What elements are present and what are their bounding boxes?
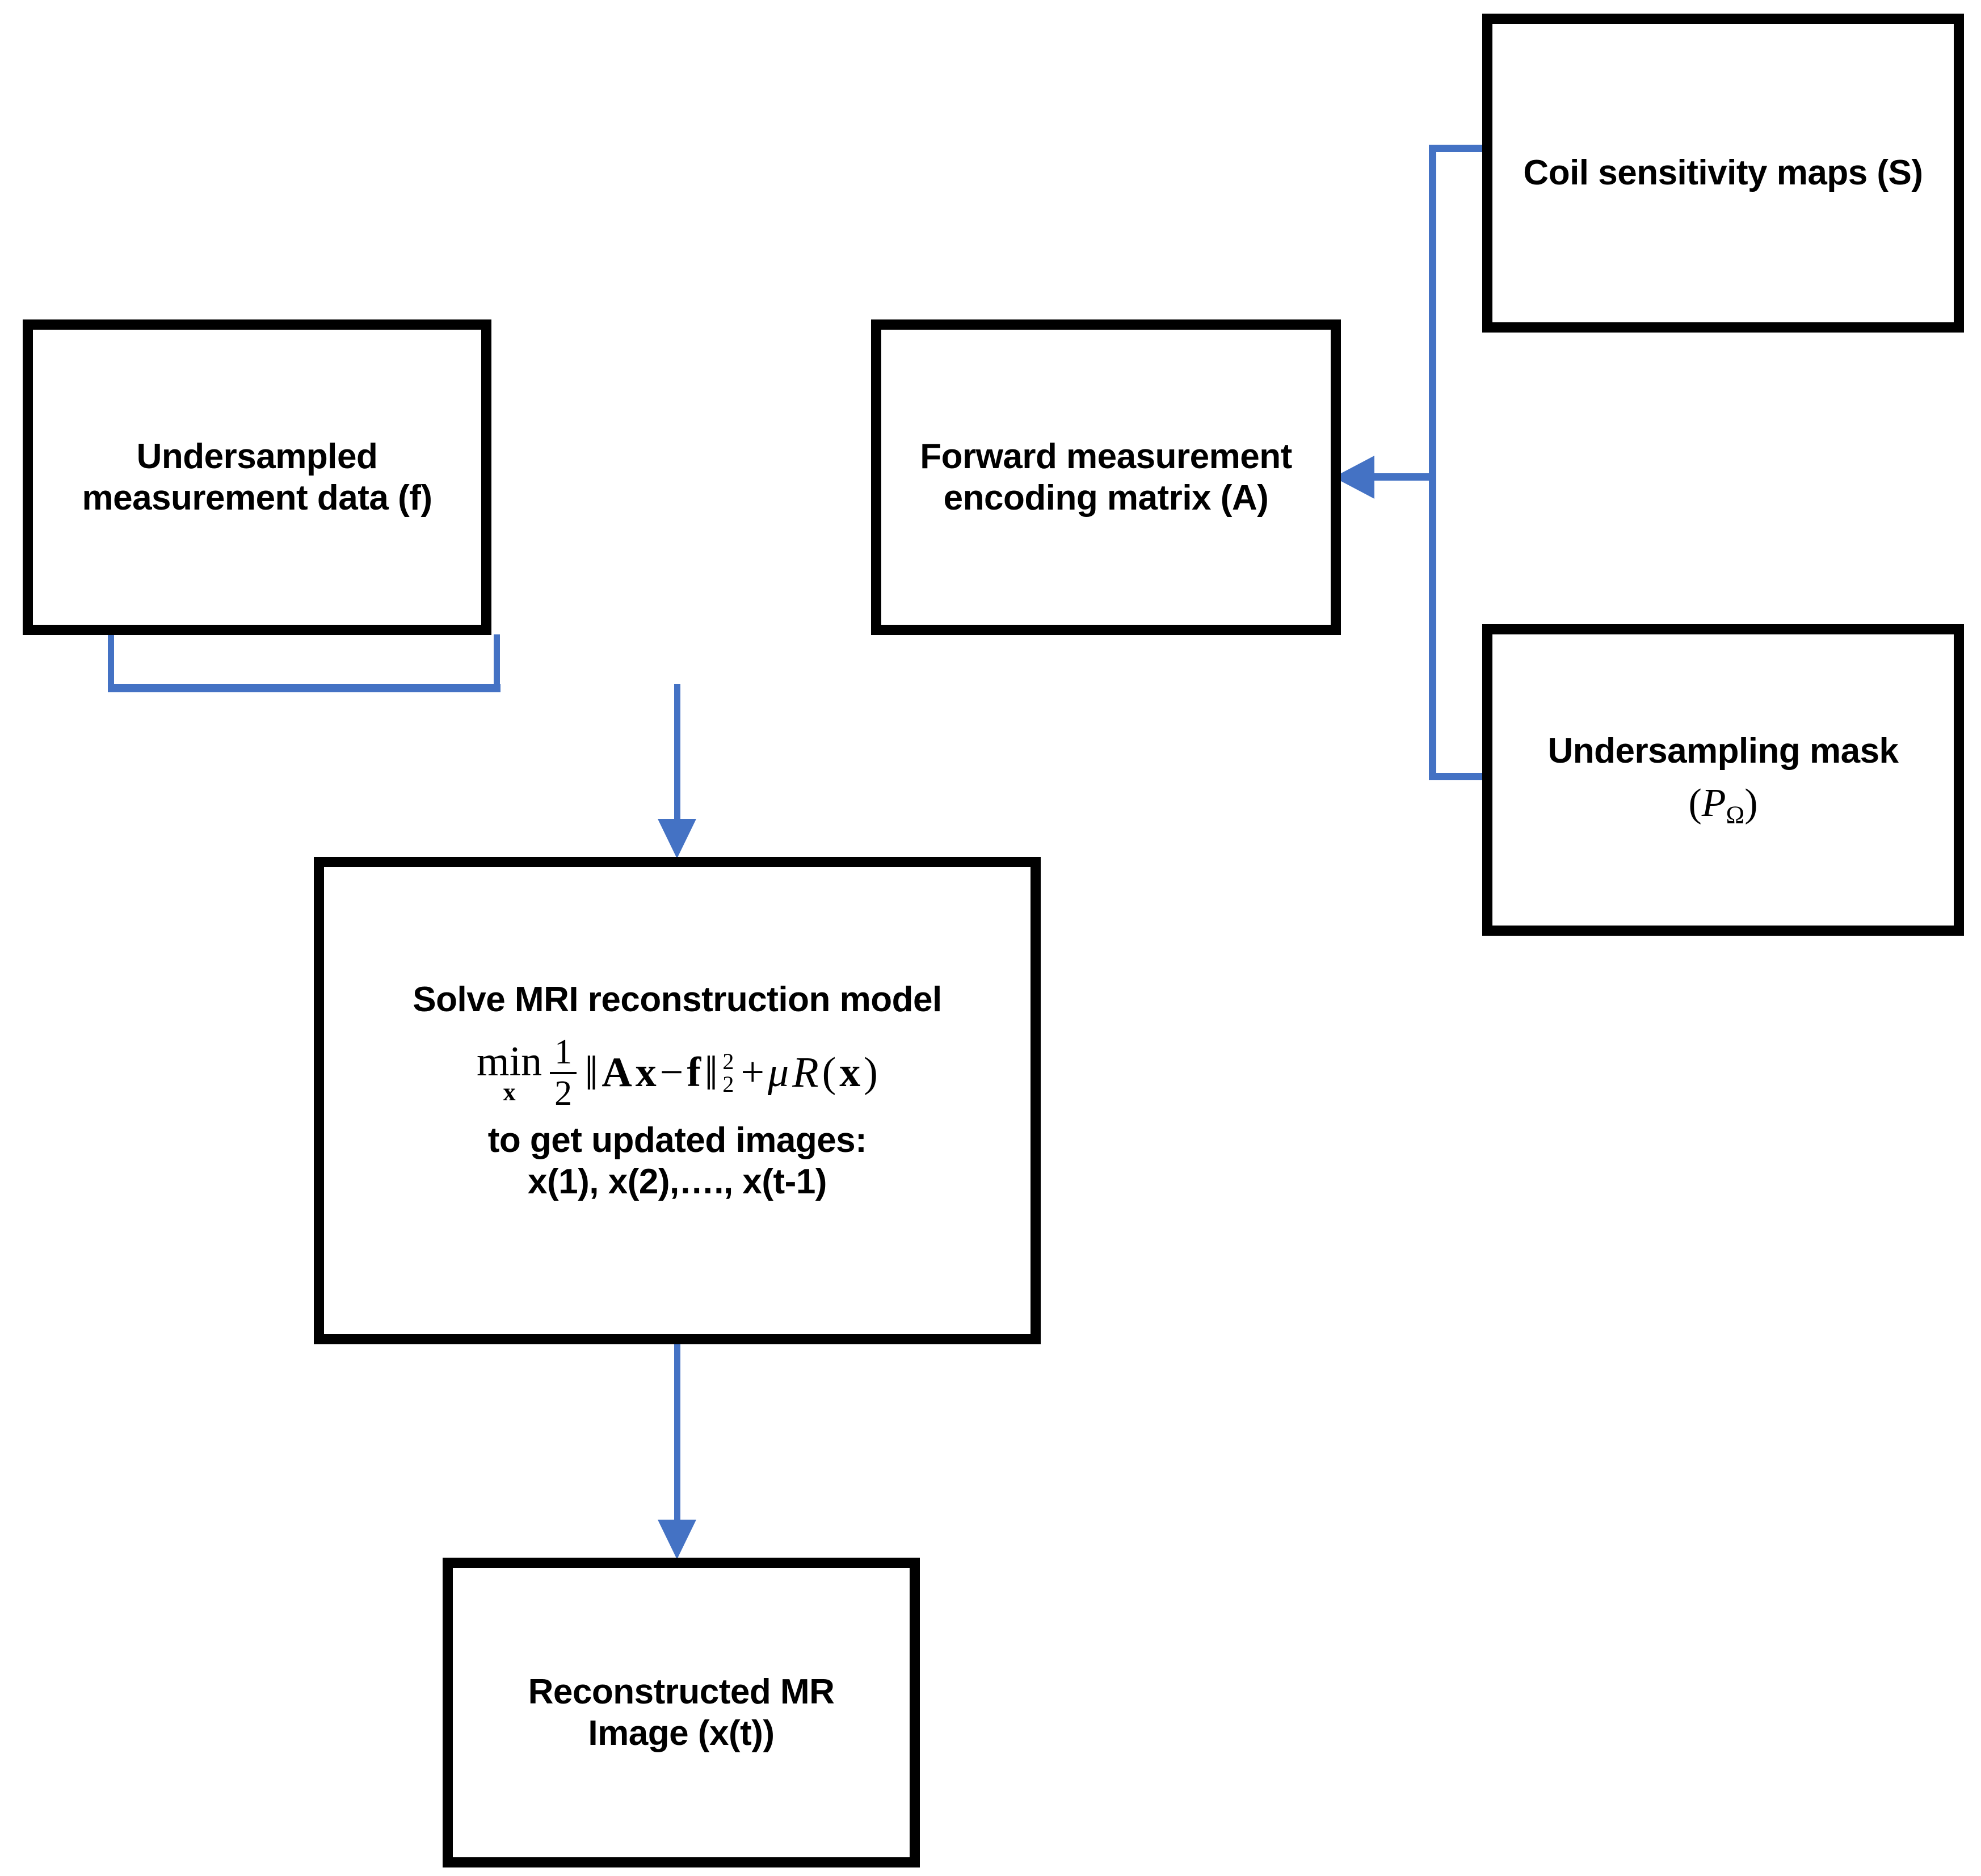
node-solve-reconstruction-model[interactable]: Solve MRI reconstruction model min x 1 2… [314,857,1041,1344]
formula-norm-open: ‖ [584,1045,599,1100]
node-forward-measurement-encoding-matrix[interactable]: Forward measurement encoding matrix (A) [871,319,1341,635]
connector-solve-to-reconstructed-vertical [674,1344,680,1525]
connector-right-spine-vertical [1429,145,1436,780]
connector-mask-horizontal-stub [1429,773,1486,780]
formula-norm-subscript: 2 [722,1071,734,1097]
formula-argument-x: x [839,1049,861,1096]
node-forward-measurement-encoding-matrix-label: Forward measurement encoding matrix (A) [920,436,1292,518]
connector-spine-to-forward-horizontal [1373,473,1433,481]
connector-coil-horizontal-stub [1429,145,1486,152]
node-undersampling-mask[interactable]: Undersampling mask (PΩ) [1482,624,1964,936]
node-undersampled-measurement-data-label: Undersampled measurement data (f) [82,436,432,518]
node-undersampling-mask-math: (PΩ) [1688,781,1757,829]
node-coil-sensitivity-maps-label: Coil sensitivity maps (S) [1523,153,1923,193]
solve-model-formula: min x 1 2 ‖ A x − f ‖ 2 2 + [477,1034,878,1112]
formula-plus-sign: + [741,1049,765,1096]
node-coil-sensitivity-maps[interactable]: Coil sensitivity maps (S) [1482,14,1964,333]
formula-min-word: min [477,1038,542,1085]
mask-math-subscript: Ω [1726,801,1745,829]
formula-vector-x: x [635,1049,657,1096]
formula-fraction-bar [550,1071,577,1074]
formula-norm-exponents: 2 2 [722,1050,734,1096]
connector-data-vertical [108,634,114,691]
solve-model-title: Solve MRI reconstruction model [413,979,942,1019]
formula-norm-close: ‖ [704,1045,718,1100]
formula-regularizer-r: R [792,1049,819,1097]
formula-min-operator: min x [477,1038,542,1106]
connector-merge-horizontal [108,684,500,692]
mask-math-paren-close: ) [1744,781,1758,826]
formula-mu: μ [768,1049,789,1096]
formula-min-subscript: x [503,1078,516,1106]
connector-matrix-vertical [494,634,500,691]
arrowhead-into-reconstructed-image [658,1520,696,1559]
formula-matrix-a: A [602,1049,632,1096]
node-undersampled-measurement-data[interactable]: Undersampled measurement data (f) [23,319,491,635]
node-reconstructed-mr-image[interactable]: Reconstructed MR Image (x(t)) [443,1558,920,1867]
mask-math-symbol: P [1701,781,1726,826]
formula-paren-open: ( [822,1049,836,1096]
formula-paren-close: ) [864,1049,878,1096]
solve-model-tail-text: to get updated images: x(1), x(2),…., x(… [487,1121,867,1202]
formula-fraction-denominator: 2 [554,1074,573,1113]
node-undersampling-mask-label: Undersampling mask [1547,731,1899,771]
formula-norm-superscript: 2 [722,1048,734,1074]
mask-math-paren-open: ( [1688,781,1702,826]
arrowhead-into-solve-model [658,819,696,859]
connector-merge-to-solve-vertical [674,684,680,823]
node-reconstructed-mr-image-label: Reconstructed MR Image (x(t)) [528,1672,835,1753]
solve-model-content: Solve MRI reconstruction model min x 1 2… [324,979,1031,1222]
formula-minus-sign: − [659,1049,684,1096]
formula-one-half: 1 2 [550,1034,577,1112]
formula-fraction-numerator: 1 [554,1032,573,1071]
formula-vector-f: f [687,1049,701,1096]
